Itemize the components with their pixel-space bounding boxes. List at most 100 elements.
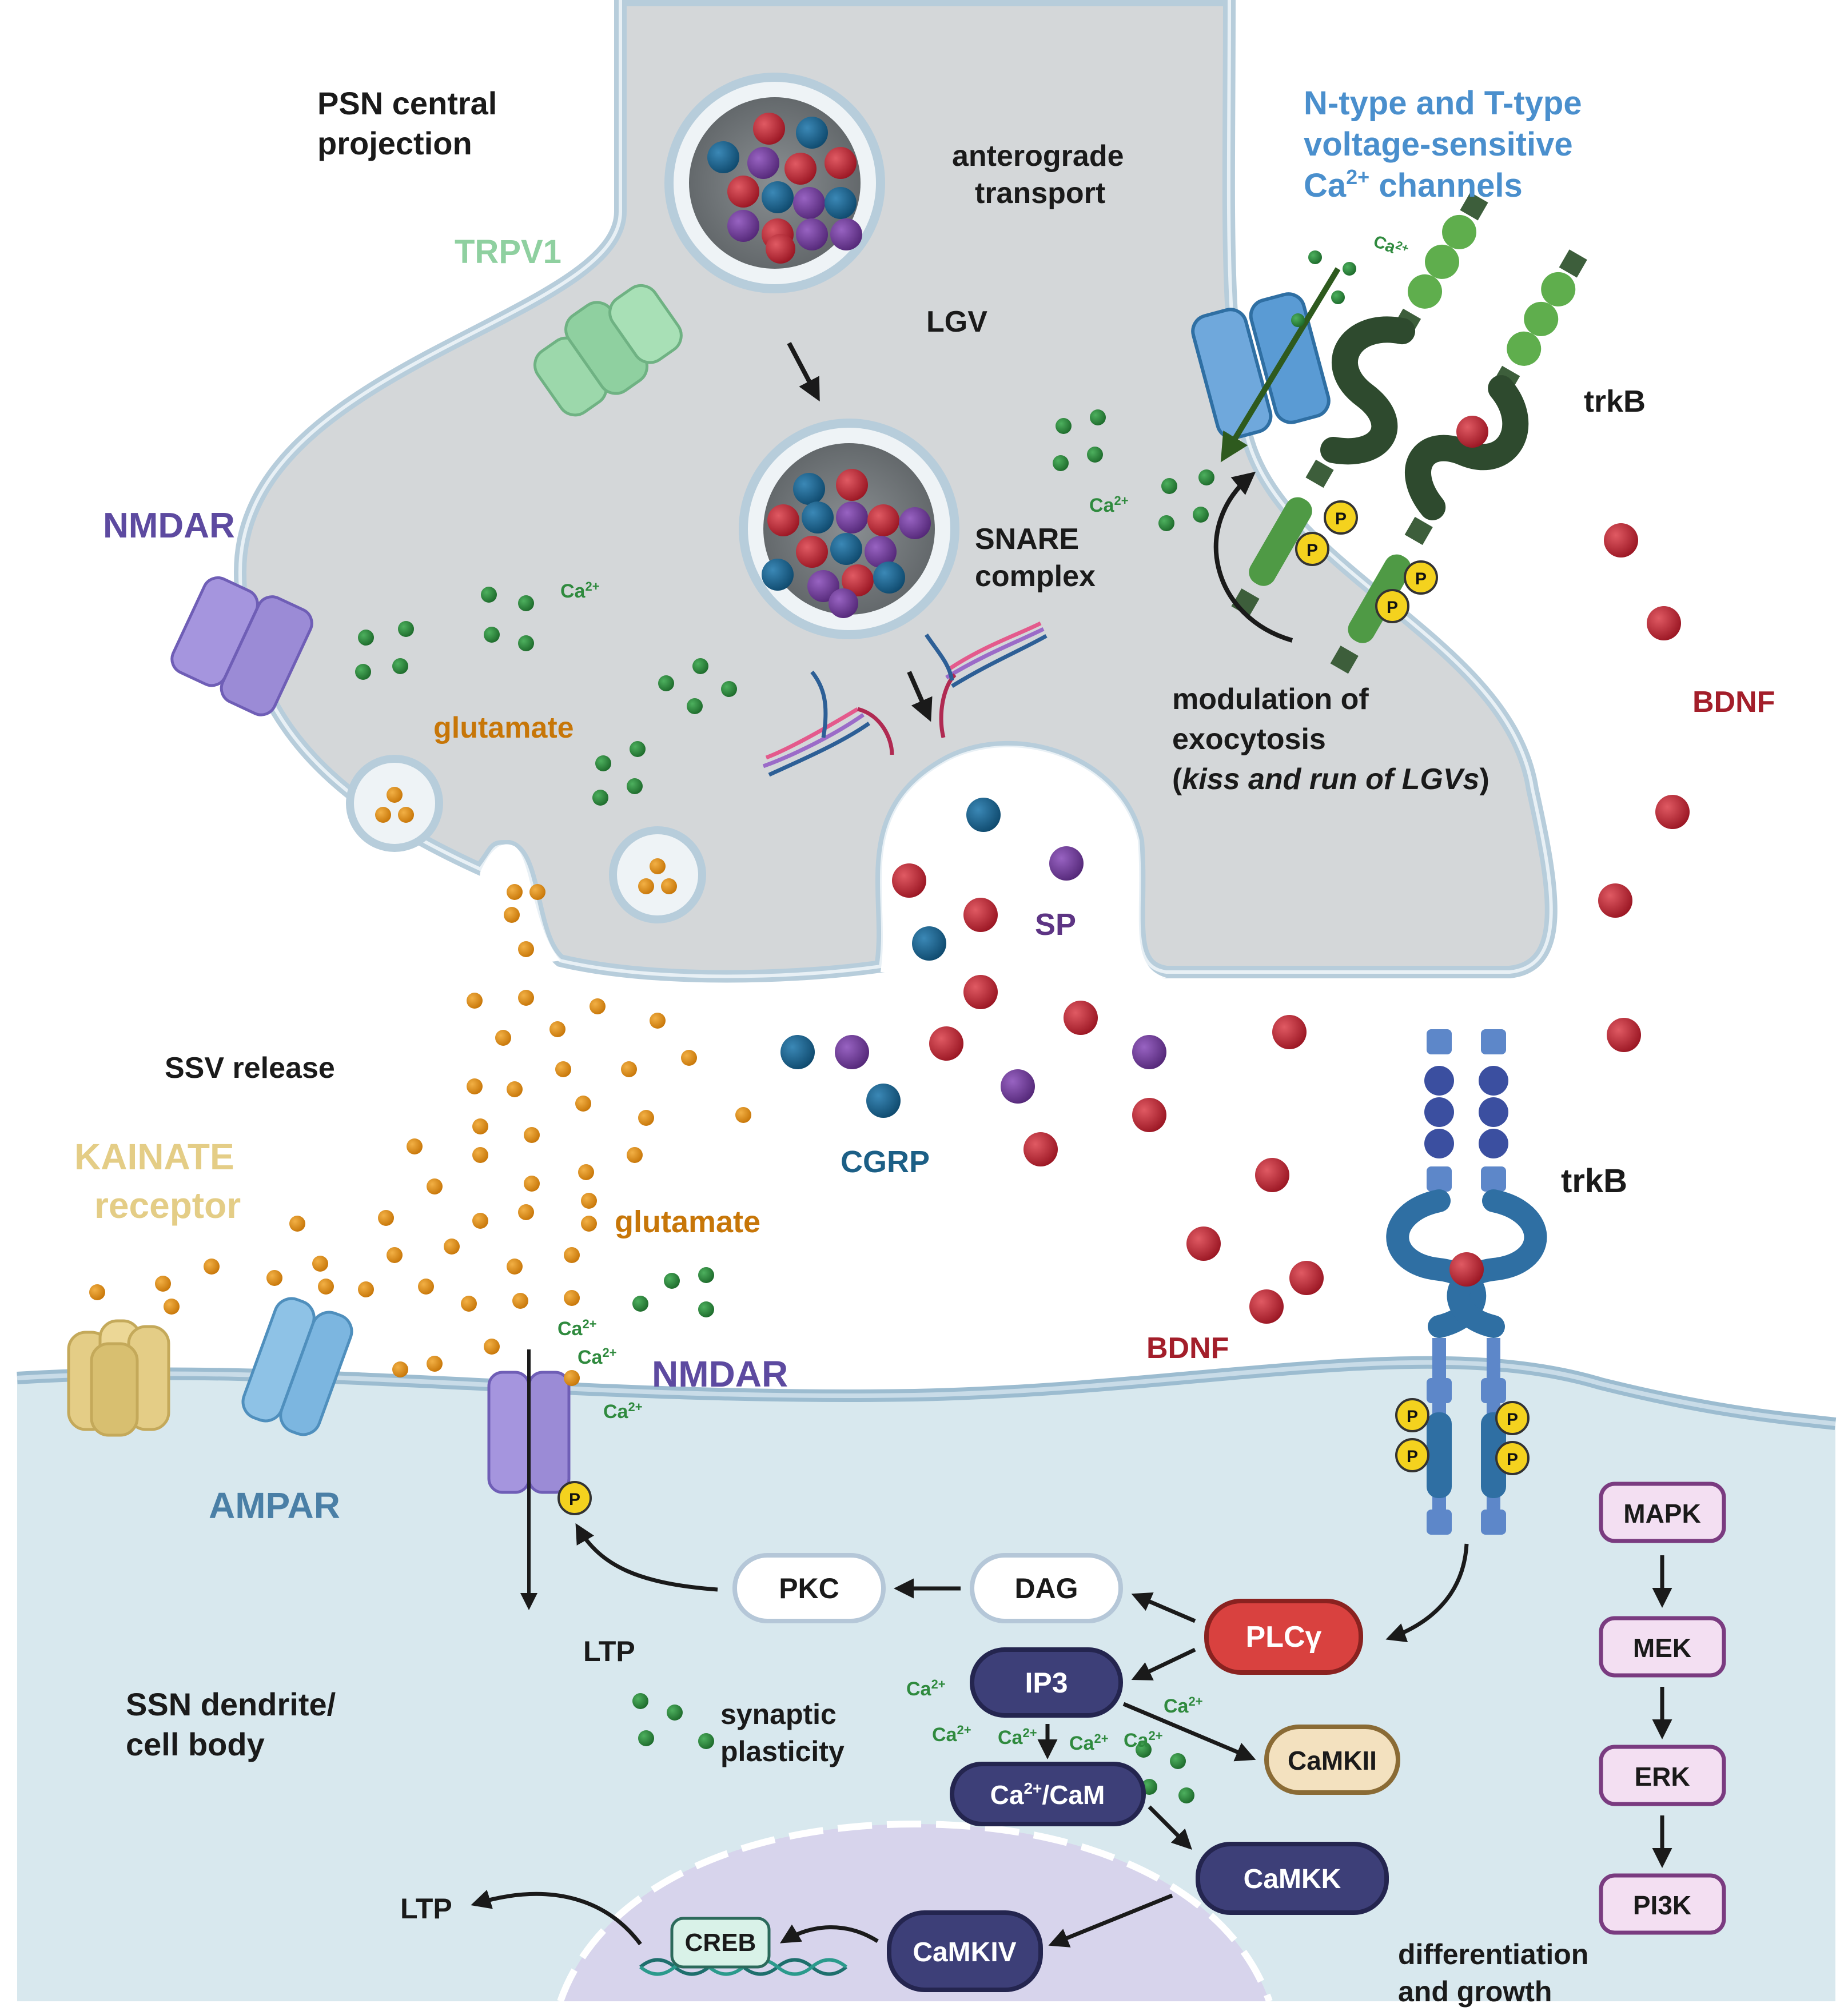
svg-text:P: P [1407, 1407, 1418, 1426]
psn-label-line1: PSN central [317, 85, 497, 121]
svg-text:P: P [1335, 509, 1347, 528]
ltp-mid-label: LTP [583, 1635, 635, 1667]
ca-label: Ca2+ [557, 1317, 597, 1340]
ca-label: Ca2+ [906, 1677, 946, 1700]
modulation-label-line2: exocytosis [1172, 723, 1326, 756]
snare-complex-right [925, 621, 1048, 738]
arrow-camkiv-creb [779, 1924, 879, 1944]
trkb-plcg-arrow [1385, 1543, 1469, 1643]
channels-label-line2: voltage-sensitive [1304, 126, 1573, 163]
glutamate-top-label: glutamate [433, 711, 574, 744]
vsc-channel-icon [1191, 292, 1331, 440]
node-pi3k-label: PI3K [1633, 1890, 1691, 1920]
snare-complex-left [762, 670, 894, 777]
channels-label-line1: N-type and T-type [1304, 85, 1582, 122]
node-camkk-label: CaMKK [1244, 1864, 1341, 1894]
svg-text:P: P [569, 1490, 580, 1509]
node-cacam-label: Ca2+/CaM [990, 1779, 1105, 1810]
transport-arrow [787, 342, 820, 402]
node-camkk: CaMKK [1196, 1842, 1389, 1915]
ca-influx-arrow [1220, 267, 1341, 463]
ca-label: Ca2+ [560, 579, 600, 602]
cgrp-particles [780, 798, 1001, 1118]
nuclear-envelope [557, 1820, 1273, 2002]
lgv-upper-peptides [707, 113, 862, 264]
nmdar-bottom-label: NMDAR [652, 1353, 788, 1395]
ca-label: Ca2+ [1089, 493, 1129, 516]
svg-text:P: P [1415, 570, 1427, 588]
svg-text:P: P [1307, 541, 1318, 560]
node-camkii: CaMKII [1264, 1725, 1400, 1795]
svg-text:P: P [1387, 598, 1398, 617]
node-camkiv: CaMKIV [887, 1910, 1043, 1992]
postsynaptic-cytoplasm [17, 1362, 1835, 2001]
arrow-plcg-dag [1131, 1592, 1196, 1623]
ca-label: Ca2+ [998, 1726, 1037, 1749]
ca-label: Ca2+ [603, 1400, 643, 1423]
trkb-top-label: trkB [1584, 384, 1646, 419]
anterograde-label-line1: anterograde [952, 140, 1124, 173]
text-labels: PSN central projection TRPV1 NMDAR anter… [74, 85, 1775, 2008]
node-mapk-label: MAPK [1623, 1499, 1700, 1528]
glutamate-mid-label: glutamate [615, 1205, 760, 1239]
snare-label-line1: SNARE [975, 523, 1079, 556]
ssv-right [609, 826, 706, 923]
modulation-label-line3: (kiss and run of LGVs) [1172, 763, 1489, 796]
exocytosis-pore [881, 747, 1166, 978]
lgv-label: LGV [926, 305, 987, 339]
ca-label: Ca2+ [1164, 1694, 1203, 1717]
ca-ions-postsynaptic [632, 1267, 1194, 1803]
arrow-camkk-camkiv [1048, 1893, 1173, 1948]
node-pkc: PKC [732, 1553, 886, 1623]
synaptic-label-line1: synaptic [720, 1698, 837, 1730]
node-camkii-label: CaMKII [1288, 1746, 1377, 1775]
differentiation-label-line1: differentiation [1398, 1938, 1588, 1970]
fusion-arrow [907, 671, 933, 722]
node-ip3-label: IP3 [1025, 1667, 1068, 1699]
nmdar-postsynaptic-icon [487, 1371, 571, 1494]
node-mek-label: MEK [1633, 1633, 1691, 1663]
node-cacam: Ca2+/CaM [950, 1762, 1146, 1826]
ampar-label: AMPAR [209, 1485, 340, 1526]
node-dag: DAG [970, 1553, 1123, 1623]
trkb-presynaptic-icon [1231, 192, 1587, 674]
ssv-left [346, 755, 443, 852]
node-mapk: MAPK [1599, 1482, 1726, 1543]
sp-label: SP [1035, 907, 1076, 942]
node-camkiv-label: CaMKIV [913, 1937, 1016, 1968]
ampar-icon [241, 1297, 353, 1436]
node-pi3k: PI3K [1599, 1873, 1726, 1935]
kainate-receptor-icon [67, 1319, 170, 1437]
node-plcg-label: PLCγ [1246, 1620, 1322, 1654]
ca-label: Ca2+ [578, 1345, 617, 1368]
lgv-lower-peptides [762, 469, 931, 618]
cgrp-label: CGRP [841, 1145, 930, 1179]
ssn-label-line1: SSN dendrite/ [126, 1686, 336, 1722]
synaptic-label-line2: plasticity [720, 1735, 845, 1767]
trpv1-channel-icon [533, 284, 683, 417]
node-dag-label: DAG [1014, 1572, 1078, 1604]
bdnf-right-label: BDNF [1692, 686, 1775, 719]
kainate-label-line1: KAINATE [74, 1136, 234, 1177]
signaling-cascade: PKC DAG PLCγ IP3 CaMKII Ca2+/CaM CaMKK [670, 1482, 1726, 1992]
bdnf-particles [892, 523, 1690, 1324]
arrow-plcg-ip3 [1131, 1647, 1196, 1681]
svg-text:P: P [1407, 1447, 1418, 1466]
node-plcg: PLCγ [1204, 1599, 1363, 1675]
ca-label: Ca2+ [1371, 232, 1411, 262]
channels-label-line3: Ca2+ channels [1304, 165, 1523, 204]
nmdar-presynaptic-icon [170, 576, 313, 716]
snare-label-line2: complex [975, 560, 1096, 593]
modulation-arrow [1213, 471, 1293, 643]
nmdar-top-label: NMDAR [103, 506, 235, 545]
psn-label-line2: projection [317, 125, 472, 161]
arrow-cacam-camkk [1148, 1805, 1192, 1850]
node-erk-label: ERK [1634, 1762, 1690, 1791]
trkb-postsynaptic-icon [1386, 1029, 1547, 1535]
postsynaptic-membrane-inner [17, 1360, 1836, 1426]
ca-label: Ca2+ [1069, 1731, 1109, 1754]
svg-text:P: P [1507, 1410, 1518, 1429]
node-mek: MEK [1599, 1616, 1726, 1678]
node-erk: ERK [1599, 1745, 1726, 1806]
